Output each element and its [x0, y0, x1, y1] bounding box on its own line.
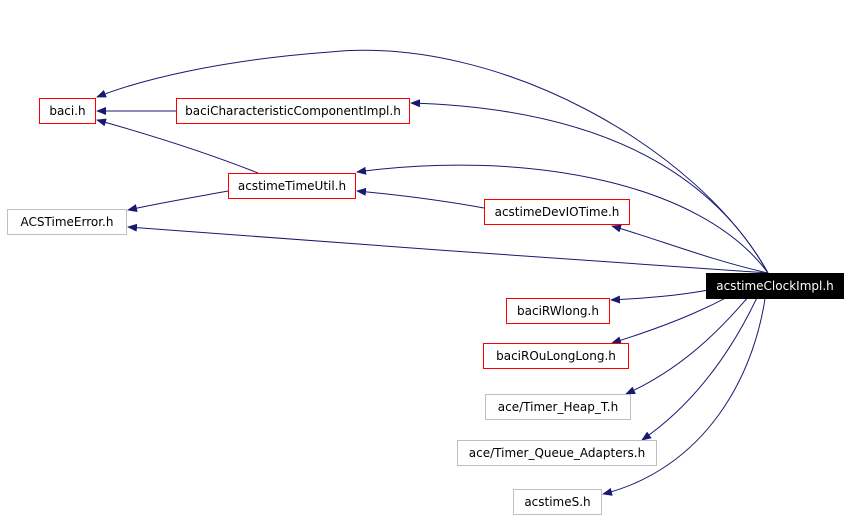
node-acs-time-error[interactable]: ACSTimeError.h	[7, 209, 127, 235]
edge-acstimeClockImpl-to-acstimeS	[602, 272, 769, 496]
edge-acstimeTimeUtil-to-ACSTimeError	[127, 190, 229, 212]
node-ace-timer-heap-t[interactable]: ace/Timer_Heap_T.h	[485, 394, 631, 420]
node-ace-timer-queue-adapters[interactable]: ace/Timer_Queue_Adapters.h	[457, 440, 657, 466]
edge-acstimeClockImpl-to-acstimeDevIOTime	[611, 224, 769, 274]
edge-acstimeTimeUtil-to-baci	[96, 118, 259, 174]
node-baci-characteristic-component-impl[interactable]: baciCharacteristicComponentImpl.h	[176, 98, 410, 124]
node-baci-ro-u-long-long[interactable]: baciROuLongLong.h	[483, 343, 629, 369]
node-acstime-dev-io-time[interactable]: acstimeDevIOTime.h	[484, 199, 630, 225]
node-baci[interactable]: baci.h	[39, 98, 96, 124]
node-acstime-s[interactable]: acstimeS.h	[513, 489, 602, 515]
edge-acstimeClockImpl-to-ACSTimeError	[127, 223, 769, 274]
node-acstime-time-util[interactable]: acstimeTimeUtil.h	[228, 173, 356, 199]
edge-acstimeClockImpl-to-acstimeTimeUtil	[356, 164, 769, 274]
edge-acstimeClockImpl-to-baci	[96, 49, 769, 274]
node-baci-rw-long[interactable]: baciRWlong.h	[506, 298, 610, 324]
node-acstime-clock-impl-root: acstimeClockImpl.h	[706, 273, 844, 299]
edge-acstimeClockImpl-to-baciCharacteristicComponentImpl	[410, 99, 769, 274]
edge-acstimeDevIOTime-to-acstimeTimeUtil	[356, 187, 485, 209]
